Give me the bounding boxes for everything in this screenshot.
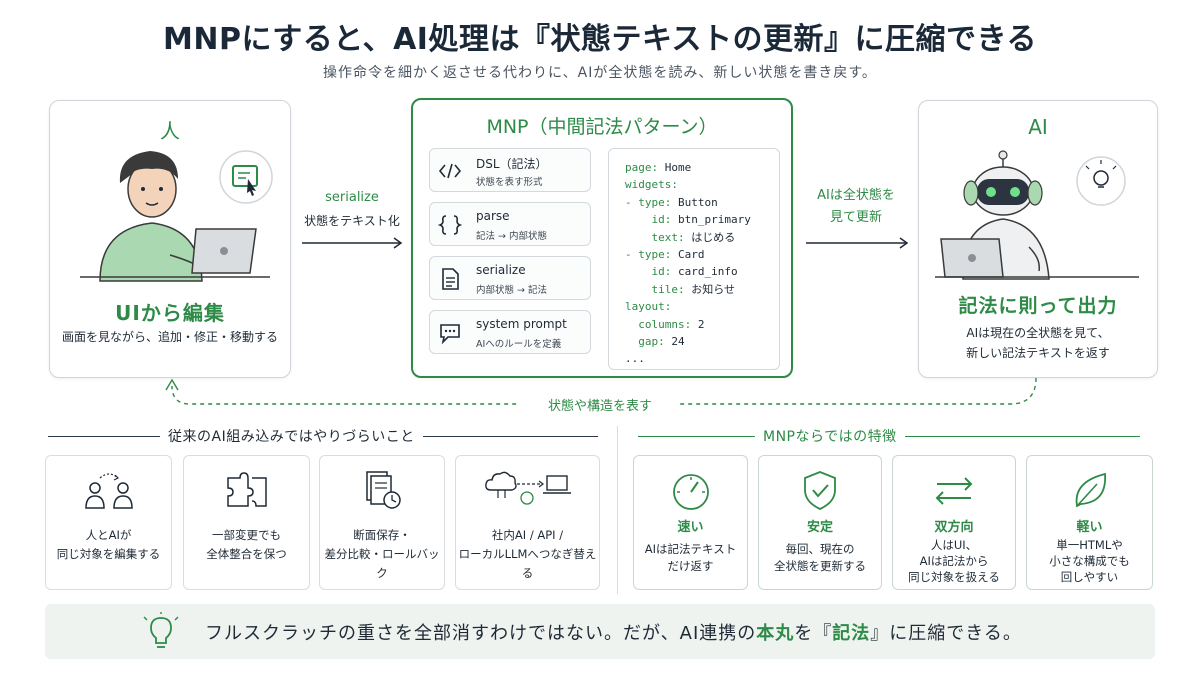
code-line: widgets:: [625, 178, 678, 192]
difficulty-card: 一部変更でも 全体整合を保つ: [183, 455, 310, 590]
shield-check-icon: [804, 471, 836, 510]
curly-braces-icon: [438, 215, 462, 235]
feature-card: 安定 毎回、現在の 全状態を更新する: [758, 455, 882, 590]
person-laptop-illustration: [80, 150, 273, 282]
cloud-laptop-icon: [484, 471, 571, 505]
leaf-icon: [1075, 472, 1106, 508]
dsl-code-sample: page: Home widgets: - type: Button id: b…: [608, 148, 780, 370]
chat-bubble-icon: [440, 324, 460, 345]
ai-update-label-1: AIは全状態を: [817, 188, 895, 203]
feature-desc-2: 小さな構成でも: [1049, 554, 1130, 568]
mnp-item-name: serialize: [476, 263, 526, 277]
serialize-arrow-label: serialize: [325, 190, 379, 205]
gauge-icon: [672, 474, 709, 510]
feature-desc-1: 人はUI、: [930, 538, 978, 552]
code-line: page: Home: [625, 161, 692, 174]
difficulty-text-1: 断面保存・: [353, 528, 411, 542]
feature-card: 速い AIは記法テキスト だけ返す: [633, 455, 748, 590]
code-line: - type: Button: [625, 195, 718, 209]
difficulty-text-2: ローカルLLMへつなぎ替える: [458, 547, 597, 580]
mnp-item-desc: 内部状態 → 記法: [476, 285, 547, 296]
feature-desc-3: 同じ対象を扱える: [908, 570, 1000, 584]
ai-card: AI 記法に則って出力 AIは現在の全状態を見て、 新しい記法テキストを返す: [918, 100, 1158, 378]
difficulty-text-2: 全体整合を保つ: [206, 547, 287, 561]
mnp-item-desc: AIへのルールを定義: [476, 339, 562, 350]
feature-title: 軽い: [1076, 520, 1103, 535]
feature-desc-2: 全状態を更新する: [774, 559, 866, 573]
code-line: columns: 2: [638, 317, 705, 331]
ai-action: 記法に則って出力: [958, 295, 1118, 317]
mnp-item-serialize: serialize 内部状態 → 記法: [429, 256, 591, 300]
loop-label: 状態や構造を表す: [520, 395, 680, 414]
document-icon: [442, 268, 459, 290]
feature-desc-1: AIは記法テキスト: [644, 542, 737, 556]
code-line: tile: お知らせ: [651, 282, 736, 296]
page-title: MNPにすると、AI処理は『状態テキストの更新』に圧縮できる: [163, 22, 1037, 57]
mnp-item-desc: 状態を表す形式: [476, 177, 543, 188]
code-line: ...: [625, 352, 645, 366]
ai-update-arrow: [806, 237, 909, 249]
bidirectional-arrows-icon: [935, 477, 973, 505]
feature-card: 軽い 単一HTMLや 小さな構成でも 回しやすい: [1026, 455, 1153, 590]
ai-heading: AI: [1028, 115, 1048, 139]
ai-desc-2: 新しい記法テキストを返す: [966, 346, 1110, 360]
document-clock-icon: [366, 471, 401, 509]
ai-update-label-2: 見て更新: [829, 210, 882, 225]
feature-desc-2: AIは記法から: [919, 554, 989, 568]
right-section-title: MNPならではの特徴: [755, 426, 905, 446]
puzzle-icon: [226, 472, 267, 507]
summary-banner: フルスクラッチの重さを全部消すわけではない。だが、AI連携の本丸を『記法』に圧縮…: [45, 604, 1155, 659]
difficulty-text-2: 同じ対象を編集する: [56, 547, 161, 561]
difficulty-text-2: 差分比較・ロールバック: [324, 547, 440, 580]
serialize-arrow-sub: 状態をテキスト化: [304, 214, 400, 228]
serialize-arrow: [302, 237, 403, 249]
code-line: layout:: [625, 300, 672, 314]
code-line: id: btn_primary: [651, 213, 751, 227]
feature-title: 双方向: [934, 520, 974, 535]
code-line: text: はじめる: [651, 230, 736, 244]
human-action: UIから編集: [115, 301, 225, 325]
difficulty-card: 社内AI / API / ローカルLLMへつなぎ替える: [455, 455, 600, 590]
code-line: gap: 24: [638, 335, 685, 349]
mnp-item-desc: 記法 → 内部状態: [476, 231, 547, 242]
mnp-card: MNP（中間記法パターン） DSL（記法） 状態を表す形式 parse 記法 →…: [411, 98, 793, 378]
page-subtitle: 操作命令を細かく返させる代わりに、AIが全状態を読み、新しい状態を書き戻す。: [323, 65, 877, 81]
difficulty-card: 人とAIが 同じ対象を編集する: [45, 455, 172, 590]
code-line: - type: Card: [625, 248, 705, 262]
feature-title: 安定: [806, 520, 833, 535]
mnp-item-name: DSL（記法）: [476, 157, 548, 171]
code-brackets-icon: [438, 163, 462, 179]
human-card: 人 UIから編集 画面を見ながら、追加・修正・移動する: [49, 100, 291, 378]
left-section-title: 従来のAI組み込みではやりづらいこと: [160, 426, 423, 446]
feature-desc-1: 単一HTMLや: [1056, 538, 1123, 552]
banner-text: フルスクラッチの重さを全部消すわけではない。だが、AI連携の本丸を『記法』に圧縮…: [205, 623, 1022, 644]
human-heading: 人: [160, 119, 180, 143]
section-divider-vertical: [617, 426, 618, 594]
mnp-item-name: parse: [476, 209, 510, 223]
mnp-item-parse: parse 記法 → 内部状態: [429, 202, 591, 246]
users-swap-icon: [84, 473, 133, 509]
lightbulb-icon: [143, 612, 179, 648]
robot-laptop-illustration: [935, 150, 1139, 280]
mnp-item-system-prompt: system prompt AIへのルールを定義: [429, 310, 591, 354]
feature-card: 双方向 人はUI、 AIは記法から 同じ対象を扱える: [892, 455, 1016, 590]
mnp-item-dsl: DSL（記法） 状態を表す形式: [429, 148, 591, 192]
difficulty-text-1: 人とAIが: [85, 528, 132, 542]
feature-desc-1: 毎回、現在の: [785, 542, 855, 556]
ai-desc-1: AIは現在の全状態を見て、: [966, 326, 1110, 340]
feature-title: 速い: [677, 520, 704, 535]
mnp-item-name: system prompt: [476, 317, 567, 331]
difficulty-card: 断面保存・ 差分比較・ロールバック: [319, 455, 445, 590]
difficulty-text-1: 一部変更でも: [212, 528, 281, 542]
feature-desc-2: だけ返す: [667, 559, 714, 573]
code-line: id: card_info: [651, 265, 738, 279]
human-desc: 画面を見ながら、追加・修正・移動する: [61, 330, 278, 344]
mnp-heading: MNP（中間記法パターン）: [486, 116, 718, 138]
difficulty-text-1: 社内AI / API /: [491, 528, 564, 542]
feature-desc-3: 回しやすい: [1060, 570, 1119, 584]
